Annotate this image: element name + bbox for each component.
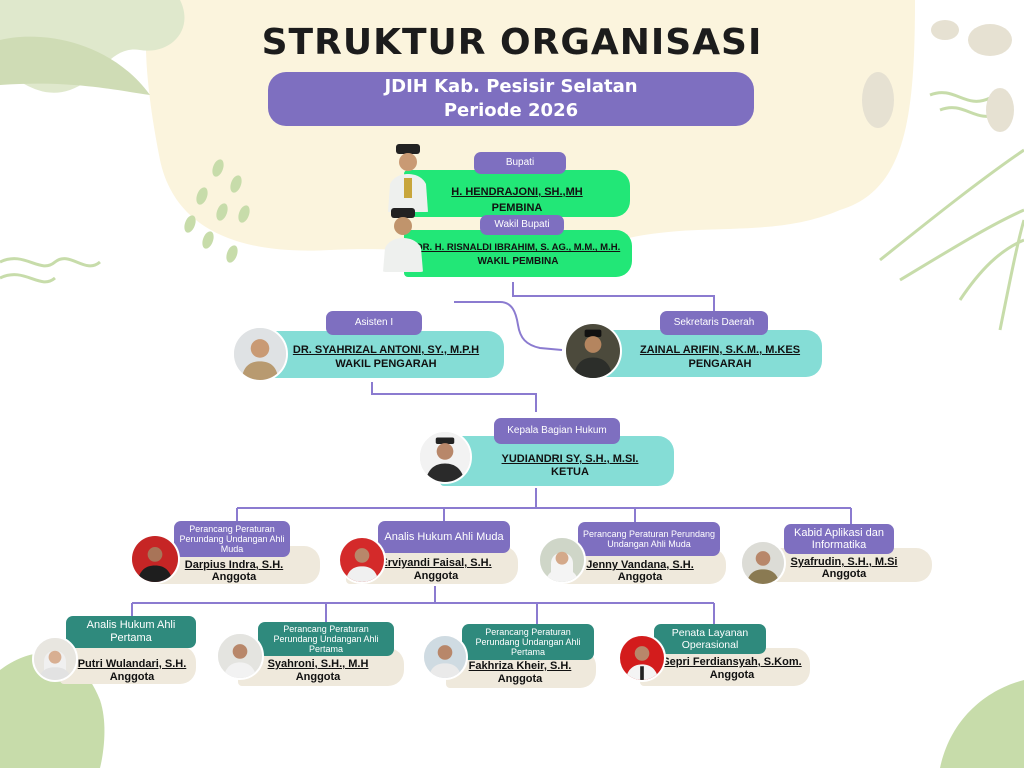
- page-title: STRUKTUR ORGANISASI: [261, 22, 763, 63]
- position-label: Kepala Bagian Hukum: [494, 418, 620, 444]
- avatar-fakhriza: [422, 634, 468, 680]
- position-label: Analis Hukum Ahli Muda: [378, 521, 510, 553]
- person-name: Sepri Ferdiansyah, S.Kom.: [662, 656, 802, 668]
- position-label: Bupati: [474, 152, 566, 174]
- avatar-wakil-bupati: [378, 208, 428, 272]
- avatar-erviyandi: [338, 536, 386, 584]
- person-role: Anggota: [821, 568, 867, 580]
- name-bar: [404, 230, 632, 277]
- name-bar: [590, 330, 822, 377]
- position-label: Kabid Aplikasi dan Informatika: [784, 524, 894, 554]
- avatar-sekda: [564, 322, 622, 380]
- avatar-kabag: [418, 430, 472, 484]
- person-name: DR. H. RISNALDI IBRAHIM, S. AG., M.M., M…: [415, 242, 621, 253]
- subtitle-line-2: Periode 2026: [443, 100, 579, 121]
- person-role: Anggota: [413, 570, 459, 582]
- avatar-bupati: [382, 144, 434, 212]
- avatar-syafrudin: [740, 540, 786, 586]
- person-role: Anggota: [295, 671, 341, 683]
- avatar-asisten: [232, 326, 288, 382]
- position-label: Analis Hukum Ahli Pertama: [66, 616, 196, 648]
- person-name: DR. SYAHRIZAL ANTONI, SY., M.P.H: [292, 344, 480, 356]
- person-role: Anggota: [497, 673, 543, 685]
- position-label: Perancang Peraturan Perundang Undangan A…: [174, 521, 290, 557]
- person-role: WAKIL PEMBINA: [477, 256, 559, 267]
- avatar-putri: [32, 636, 78, 682]
- subtitle-line-1: JDIH Kab. Pesisir Selatan: [384, 76, 638, 97]
- person-name: Jenny Vandana, S.H.: [586, 559, 694, 571]
- position-label: Perancang Peraturan Perundang Undangan A…: [258, 622, 394, 656]
- avatar-jenny: [538, 536, 586, 584]
- person-name: Fakhriza Kheir, S.H.: [468, 660, 572, 672]
- avatar-syahroni: [216, 632, 264, 680]
- position-label: Wakil Bupati: [480, 215, 564, 235]
- person-name: Erviyandi Faisal, S.H.: [380, 557, 492, 569]
- avatar-sepri: [618, 634, 666, 682]
- person-name: H. HENDRAJONI, SH.,MH: [451, 186, 583, 198]
- person-role: KETUA: [551, 466, 589, 478]
- subtitle-banner: JDIH Kab. Pesisir Selatan Periode 2026: [268, 72, 754, 126]
- position-label: Asisten I: [326, 311, 422, 335]
- name-bar: [404, 170, 630, 217]
- person-role: Anggota: [709, 669, 755, 681]
- person-name: Syahroni, S.H., M.H: [267, 658, 369, 670]
- person-name: ZAINAL ARIFIN, S.K.M., M.KES: [639, 344, 801, 356]
- person-name: Putri Wulandari, S.H.: [77, 658, 187, 670]
- person-role: Anggota: [109, 671, 155, 683]
- person-role: WAKIL PENGARAH: [335, 358, 437, 370]
- person-name: Darpius Indra, S.H.: [184, 559, 284, 571]
- position-label: Sekretaris Daerah: [660, 311, 768, 335]
- person-name: Syafrudin, S.H., M.Si: [790, 556, 898, 568]
- person-role: PEMBINA: [491, 202, 543, 214]
- name-bar: [640, 648, 810, 686]
- name-bar: [440, 436, 674, 486]
- person-role: Anggota: [211, 571, 257, 583]
- name-bar: [258, 331, 504, 378]
- person-role: Anggota: [617, 571, 663, 583]
- position-label: Penata Layanan Operasional: [654, 624, 766, 654]
- person-name: YUDIANDRI SY, S.H., M.SI.: [501, 453, 639, 465]
- position-label: Perancang Peraturan Perundang Undangan A…: [462, 624, 594, 660]
- avatar-darpius: [130, 534, 180, 584]
- position-label: Perancang Peraturan Perundang Undangan A…: [578, 522, 720, 556]
- name-bar: [60, 646, 196, 684]
- person-role: PENGARAH: [688, 358, 752, 370]
